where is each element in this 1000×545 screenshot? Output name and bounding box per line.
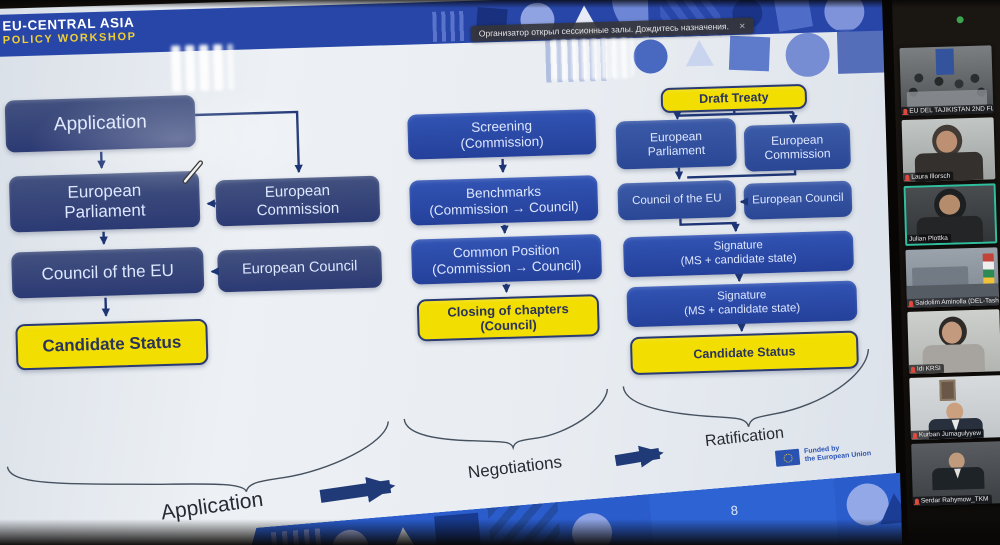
eu-funding-logo: Funded by the European Union [774, 442, 872, 468]
box-benchmarks: Benchmarks (Commission → Council) [409, 175, 599, 226]
brace-application [6, 421, 389, 493]
box-european-commission: European Commission [215, 175, 381, 227]
participant-tile-5[interactable]: Idi KRSI [907, 309, 1000, 374]
participant-name: Saidolim Aminolla (DEL-Tashkent) [914, 296, 1000, 307]
participant-tile-1[interactable]: EU DEL TAJIKISTAN 2ND FLOOR ... [899, 45, 994, 117]
stage-label-application: Application [159, 487, 265, 525]
brace-negotiations [403, 388, 609, 451]
big-arrow-icon-2 [614, 445, 664, 468]
box-signature-1: Signature (MS + candidate state) [622, 230, 855, 278]
eu-flag-icon [774, 449, 801, 468]
participant-tile-7[interactable]: Serdar Rahymow_TKM [911, 441, 1000, 506]
participant-name: Laura Illorsch [911, 172, 951, 181]
muted-mic-icon [903, 108, 908, 115]
muted-mic-icon [912, 432, 918, 439]
cursor-icon [182, 160, 204, 184]
box-european-council-2: European Council [743, 180, 853, 220]
participant-tile-6[interactable]: Kurban Jumagulyyew [909, 375, 1000, 440]
participant-name: Kurban Jumagulyyew [918, 429, 982, 439]
page-number: 8 [730, 502, 739, 519]
funding-label: Funded by the European Union [803, 445, 872, 464]
box-candidate-status-2: Candidate Status [629, 330, 859, 376]
box-draft-treaty: Draft Treaty [660, 83, 808, 114]
box-european-council: European Council [217, 245, 383, 293]
participant-tile-3[interactable]: Julian Plottka [903, 183, 998, 246]
participant-name: Idi KRSI [916, 364, 941, 373]
participant-name: Serdar Rahymow_TKM [920, 495, 989, 505]
participant-name: Julian Plottka [909, 234, 948, 243]
light-reflection [171, 43, 246, 95]
status-dot-icon [956, 16, 964, 24]
box-european-parliament-2: European Parliament [615, 117, 737, 170]
box-closing-chapters: Closing of chapters (Council) [416, 294, 600, 342]
participant-tile-4[interactable]: Saidolim Aminolla (DEL-Tashkent) [905, 247, 1000, 308]
box-council-of-eu-2: Council of the EU [617, 180, 737, 221]
muted-mic-icon [908, 300, 914, 307]
box-council-of-eu: Council of the EU [11, 246, 205, 299]
box-european-commission-2: European Commission [743, 122, 851, 172]
close-icon[interactable]: ✕ [738, 21, 746, 31]
workshop-logo: EU-CENTRAL ASIA POLICY WORKSHOP [2, 15, 137, 47]
box-common-position: Common Position (Commission → Council) [410, 234, 603, 285]
stage-label-ratification: Ratification [704, 424, 785, 451]
participants-sidebar: EU DEL TAJIKISTAN 2ND FLOOR ... Laura Il… [891, 0, 1000, 545]
box-screening: Screening (Commission) [407, 109, 597, 160]
participant-name: EU DEL TAJIKISTAN 2ND FLOOR ... [909, 104, 994, 115]
bottom-deco-band: 8 [231, 472, 903, 545]
box-application: Application [4, 95, 197, 153]
muted-mic-icon [910, 366, 916, 373]
muted-mic-icon [914, 498, 919, 505]
participant-tile-2[interactable]: Laura Illorsch [901, 117, 996, 183]
light-reflection-2 [551, 35, 635, 81]
stage-label-negotiations: Negotiations [466, 452, 563, 483]
box-signature-2: Signature (MS + candidate state) [626, 280, 858, 328]
muted-mic-icon [905, 174, 910, 181]
big-arrow-icon-1 [319, 476, 396, 503]
slide: EU-CENTRAL ASIA POLICY WORKSHOP Applicat… [0, 0, 903, 545]
box-european-parliament: European Parliament [8, 170, 201, 233]
box-candidate-status: Candidate Status [15, 318, 209, 371]
